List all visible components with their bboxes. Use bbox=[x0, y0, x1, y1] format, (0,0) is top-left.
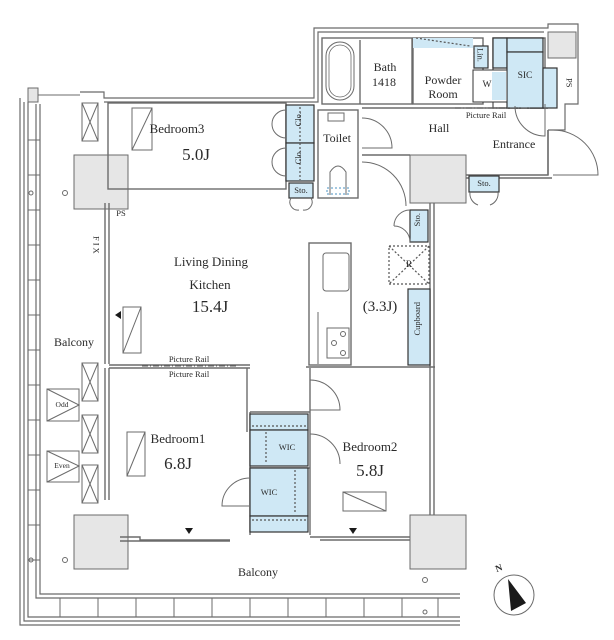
picture-rail-bedroom1-label: Picture Rail bbox=[168, 369, 210, 379]
bedroom1-label: Bedroom1 bbox=[150, 431, 206, 446]
kitchen-area: (3.3J) bbox=[362, 299, 398, 315]
outer-walls bbox=[19, 23, 579, 626]
lin-label: Lin. bbox=[475, 48, 486, 62]
wic-2-label: WIC bbox=[260, 487, 278, 497]
washer-label: W bbox=[482, 80, 492, 90]
powder-room-line1: Powder bbox=[424, 73, 462, 87]
bath-size: 1418 bbox=[372, 75, 396, 89]
powder-room-line2: Room bbox=[428, 87, 458, 101]
fix-label: FIX bbox=[91, 236, 102, 256]
ldk-label-line1: Living Dining bbox=[173, 254, 249, 269]
picture-rail-ldk-label: Picture Rail bbox=[168, 354, 210, 364]
entrance-label: Entrance bbox=[492, 137, 536, 151]
clo-1-label: Clo. bbox=[293, 112, 303, 127]
fridge-label: R bbox=[405, 260, 413, 270]
even-label: Even bbox=[54, 461, 70, 470]
bedroom3-area: 5.0J bbox=[182, 145, 210, 164]
toilet-label: Toilet bbox=[323, 131, 351, 145]
bedroom3-label: Bedroom3 bbox=[149, 121, 205, 136]
ps-west-label: PS bbox=[116, 208, 126, 218]
bedroom2-label: Bedroom2 bbox=[342, 439, 398, 454]
bedroom1-area: 6.8J bbox=[164, 454, 192, 473]
ldk-area: 15.4J bbox=[191, 297, 229, 316]
compass-icon bbox=[493, 574, 535, 616]
ps-entrance-label: PS bbox=[564, 78, 575, 88]
picture-rail-hall-label: Picture Rail bbox=[465, 110, 507, 120]
sic-label: SIC bbox=[517, 71, 533, 81]
sto-kitchen-label: Sto. bbox=[412, 213, 422, 227]
ldk-label-line2: Kitchen bbox=[189, 277, 231, 292]
wic-1-label: WIC bbox=[278, 442, 296, 452]
clo-2 bbox=[285, 142, 315, 182]
balcony-south-label: Balcony bbox=[238, 565, 278, 579]
cupboard-label: Cupboard bbox=[412, 302, 422, 336]
bath-label: Bath bbox=[373, 60, 397, 74]
bedroom2-area: 5.8J bbox=[356, 461, 384, 480]
balcony-west-label: Balcony bbox=[54, 335, 94, 349]
odd-label: Odd bbox=[55, 400, 69, 409]
sto-bedroom3-label: Sto. bbox=[294, 185, 308, 195]
hall-label: Hall bbox=[428, 121, 450, 135]
sto-entrance-label: Sto. bbox=[477, 178, 491, 188]
clo-2-label: Clo. bbox=[293, 150, 303, 165]
